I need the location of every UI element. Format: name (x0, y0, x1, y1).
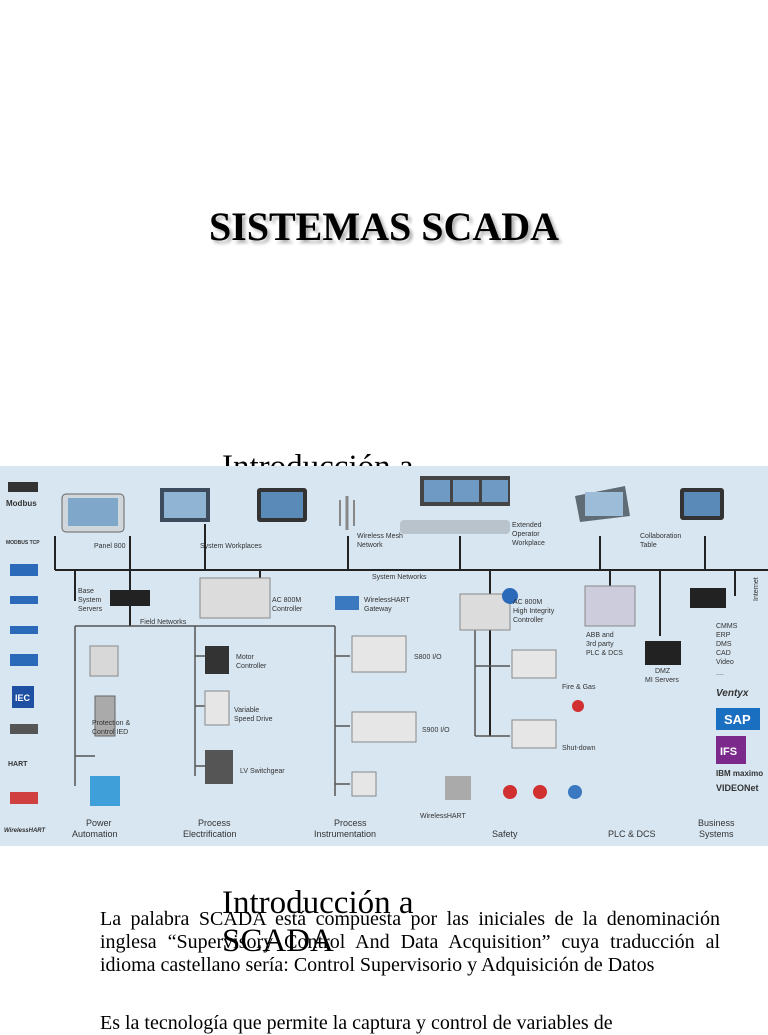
label-plc-dcs: PLC & DCS (608, 829, 656, 839)
label-systems: Systems (699, 829, 734, 839)
label-abb-and: ABB and (586, 632, 614, 639)
label-mi-servers: MI Servers (645, 677, 679, 684)
modbus-tcp-logo: MODBUS TCP (6, 540, 40, 546)
label-operator: Operator (512, 531, 540, 538)
label-ac800m-hi: AC 800M (513, 599, 542, 606)
scada-definition-paragraph: La palabra SCADA está compuesta por las … (100, 908, 720, 976)
iec-logo: IEC (15, 693, 31, 703)
label-collaboration: Collaboration (640, 533, 681, 540)
sap-logo: SAP (724, 712, 751, 727)
videonet-logo: VIDEONet (716, 783, 759, 793)
label-dmz: DMZ (655, 668, 671, 675)
label-instrumentation: Instrumentation (314, 829, 376, 839)
label-base: Base (78, 588, 94, 595)
label-wirelesshart2: WirelessHART (420, 813, 466, 820)
label-controller3: Controller (236, 663, 267, 670)
label-plc-dcs-small: PLC & DCS (586, 650, 623, 657)
label-s900: S900 I/O (422, 727, 450, 734)
label-field-networks: Field Networks (140, 619, 187, 626)
top-devices (61, 476, 724, 534)
hart-logo: HART (8, 761, 28, 768)
modbus-logo: Modbus (6, 499, 37, 508)
label-workplace: Workplace (512, 540, 545, 547)
network-lines (54, 524, 768, 736)
label-erp: ERP (716, 632, 731, 639)
label-gateway: Gateway (364, 606, 392, 613)
label-lv-switchgear: LV Switchgear (240, 768, 285, 775)
label-dms: DMS (716, 641, 732, 648)
label-fire-gas: Fire & Gas (562, 684, 596, 691)
label-electrification: Electrification (183, 829, 237, 839)
label-control-ied: Control IED (92, 729, 128, 736)
ifs-logo: IFS (720, 746, 737, 758)
label-safety: Safety (492, 829, 518, 839)
label-motor: Motor (236, 654, 255, 661)
label-video: Video (716, 659, 734, 666)
label-variable: Variable (234, 707, 259, 714)
label-panel800: Panel 800 (94, 543, 126, 550)
label-network: Network (357, 542, 383, 549)
label-automation: Automation (72, 829, 118, 839)
intro-heading-line1: Introducción a (222, 885, 414, 921)
ventyx-logo: Ventyx (716, 688, 749, 699)
label-speed-drive: Speed Drive (234, 716, 273, 723)
label-extended: Extended (512, 522, 542, 529)
label-third-party: 3rd party (586, 641, 614, 648)
label-process2: Process (334, 818, 367, 828)
slide-title: SISTEMAS SCADA (208, 204, 560, 249)
label-controller2: Controller (513, 617, 544, 624)
label-power: Power (86, 818, 112, 828)
label-internet: Internet (753, 577, 760, 601)
label-system: System (78, 597, 102, 604)
diagram-labels: Panel 800 System Workplaces Wireless Mes… (78, 522, 760, 820)
label-shutdown: Shut-down (562, 745, 596, 752)
label-cmms: CMMS (716, 623, 738, 630)
wirelesshart-logo: WirelessHART (4, 828, 47, 834)
diagram-svg: Modbus MODBUS TCP IEC HART WirelessHART (4, 476, 768, 839)
label-high-integrity: High Integrity (513, 608, 555, 615)
mid-devices (110, 577, 726, 665)
intro-heading-line2: SCADA (222, 923, 334, 959)
intro-heading: Introducción a SCADA (222, 884, 414, 960)
label-s800: S800 I/O (414, 654, 442, 661)
scada-architecture-diagram: Modbus MODBUS TCP IEC HART WirelessHART (0, 466, 768, 846)
label-dots: .... (716, 670, 724, 677)
field-devices (89, 635, 584, 806)
label-business: Business (698, 818, 735, 828)
business-logos: Ventyx SAP IFS IBM maximo VIDEONet (716, 688, 763, 793)
category-labels: Power Automation Process Electrification… (72, 818, 735, 839)
label-table: Table (640, 542, 657, 549)
label-wirelesshart: WirelessHART (364, 597, 410, 604)
label-controller: Controller (272, 606, 303, 613)
label-ac800m: AC 800M (272, 597, 301, 604)
ibm-logo: IBM maximo (716, 769, 763, 778)
label-system-networks: System Networks (372, 574, 427, 581)
label-protection: Protection & (92, 720, 130, 727)
protocol-logos: Modbus MODBUS TCP IEC HART WirelessHART (4, 482, 47, 834)
label-servers: Servers (78, 606, 103, 613)
label-cad: CAD (716, 650, 731, 657)
label-wireless-mesh: Wireless Mesh (357, 533, 403, 540)
label-process1: Process (198, 818, 231, 828)
label-system-workplaces: System Workplaces (200, 543, 262, 550)
